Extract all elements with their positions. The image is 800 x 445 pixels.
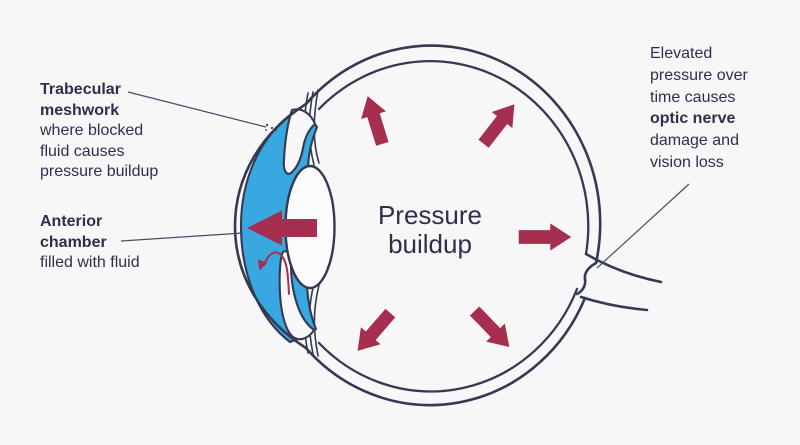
pressure-arrow-down-left [357, 308, 396, 351]
label-trabecular-meshwork: Trabecular meshwork where blocked fluid … [40, 80, 158, 183]
label-line: filled with fluid [40, 254, 140, 271]
label-line: fluid causes [40, 142, 125, 160]
label-pressure-buildup: Pressure buildup [310, 201, 550, 259]
label-line: meshwork [40, 101, 120, 119]
label-line: Pressure [377, 200, 483, 230]
label-line: Anterior [40, 213, 103, 230]
pressure-arrow-down-right [469, 306, 510, 347]
label-line: pressure over [650, 66, 748, 84]
pressure-arrow-up [361, 96, 389, 146]
trabecular-meshwork-dots [265, 123, 277, 134]
label-optic-nerve: Elevated pressure over time causes optic… [650, 43, 748, 174]
eye-inner-bottom-arc [317, 287, 579, 393]
label-anterior-chamber: Anterior chamber filled with fluid [40, 212, 140, 274]
optic-nerve-upper-line [584, 252, 663, 284]
label-line: damage and [650, 132, 739, 150]
optic-disc-bump [575, 261, 598, 296]
label-line: time causes [650, 88, 736, 106]
label-line: Elevated [650, 45, 713, 62]
eye-outer-bottom-arc [304, 296, 587, 407]
pressure-arrow-up-right [478, 104, 515, 148]
label-line: optic nerve [650, 110, 736, 128]
fluid-flow-arrow [257, 251, 290, 295]
cornea-outline [233, 102, 308, 350]
label-line: chamber [40, 233, 107, 251]
eye-inner-top-arc [317, 59, 590, 256]
callout-line-anterior [120, 232, 244, 242]
label-line: Trabecular [40, 81, 121, 98]
pressure-arrow-inward-left [247, 210, 317, 246]
iris-upper [282, 108, 317, 175]
callout-line-trabecular [127, 91, 267, 128]
label-line: where blocked [40, 122, 144, 139]
label-line: vision loss [650, 153, 724, 171]
optic-nerve-lower-line [579, 295, 649, 312]
pressure-arrow-right [518, 223, 572, 251]
eye-outer-top-arc [304, 44, 602, 265]
label-line: buildup [388, 229, 472, 259]
callout-line-optic [596, 183, 690, 269]
label-line: pressure buildup [40, 163, 159, 180]
